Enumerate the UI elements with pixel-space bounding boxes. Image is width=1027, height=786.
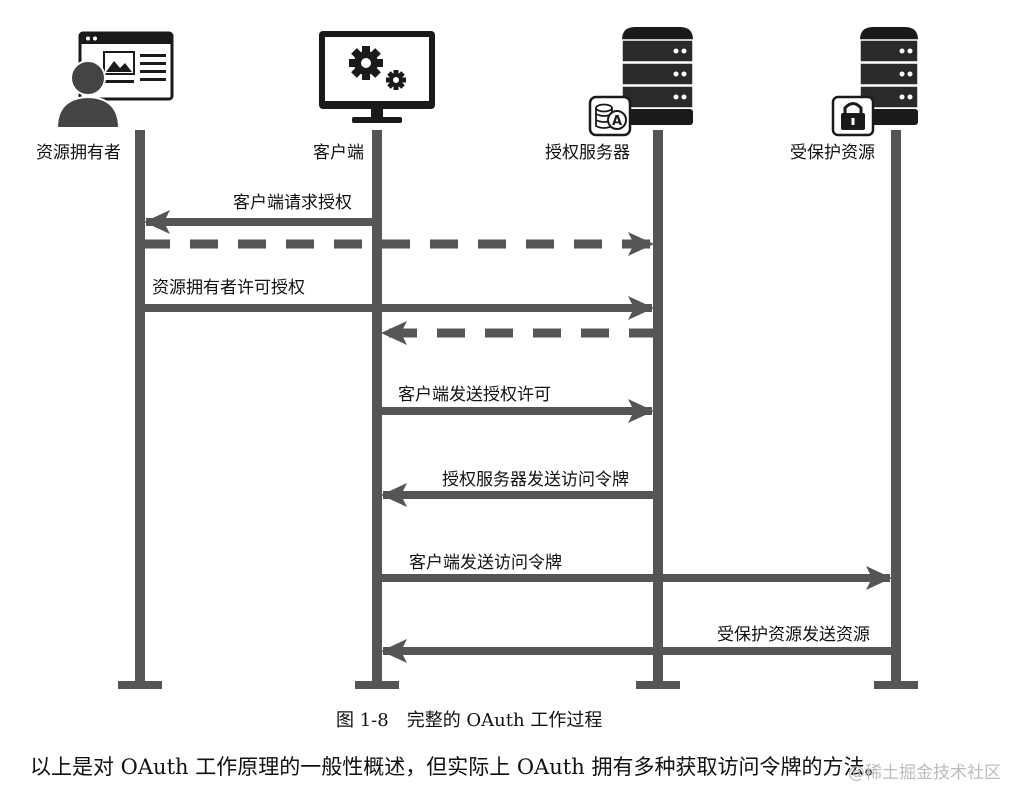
participant-auth-server: 授权服务器	[545, 143, 630, 163]
message-label-client-request-auth: 客户端请求授权	[233, 193, 352, 213]
figure-caption: 图 1-8 完整的 OAuth 工作过程	[336, 710, 603, 731]
body-paragraph: 以上是对 OAuth 工作原理的一般性概述，但实际上 OAuth 拥有多种获取访…	[30, 755, 886, 779]
participant-resource-owner: 资源拥有者	[36, 143, 121, 163]
user-profile-icon	[55, 31, 174, 129]
lifeline-protected-resource	[874, 130, 918, 689]
lifeline-client	[355, 130, 399, 689]
server-lock-icon	[831, 27, 919, 137]
watermark: @稀土掘金技术社区	[848, 763, 1001, 783]
lifeline-auth-server	[636, 130, 680, 689]
auth-badge-letter: A	[612, 114, 622, 129]
participant-client: 客户端	[313, 143, 364, 163]
message-label-auth-send-token: 授权服务器发送访问令牌	[442, 470, 629, 490]
lifeline-resource-owner	[118, 130, 162, 689]
message-label-client-send-grant: 客户端发送授权许可	[398, 385, 551, 405]
participant-protected-resource: 受保护资源	[790, 143, 875, 163]
server-badge-icon: A	[588, 27, 694, 137]
message-label-resource-send: 受保护资源发送资源	[717, 625, 870, 645]
monitor-gears-icon	[319, 31, 435, 123]
message-label-owner-grant: 资源拥有者许可授权	[152, 278, 305, 298]
message-label-client-send-token: 客户端发送访问令牌	[409, 553, 562, 573]
